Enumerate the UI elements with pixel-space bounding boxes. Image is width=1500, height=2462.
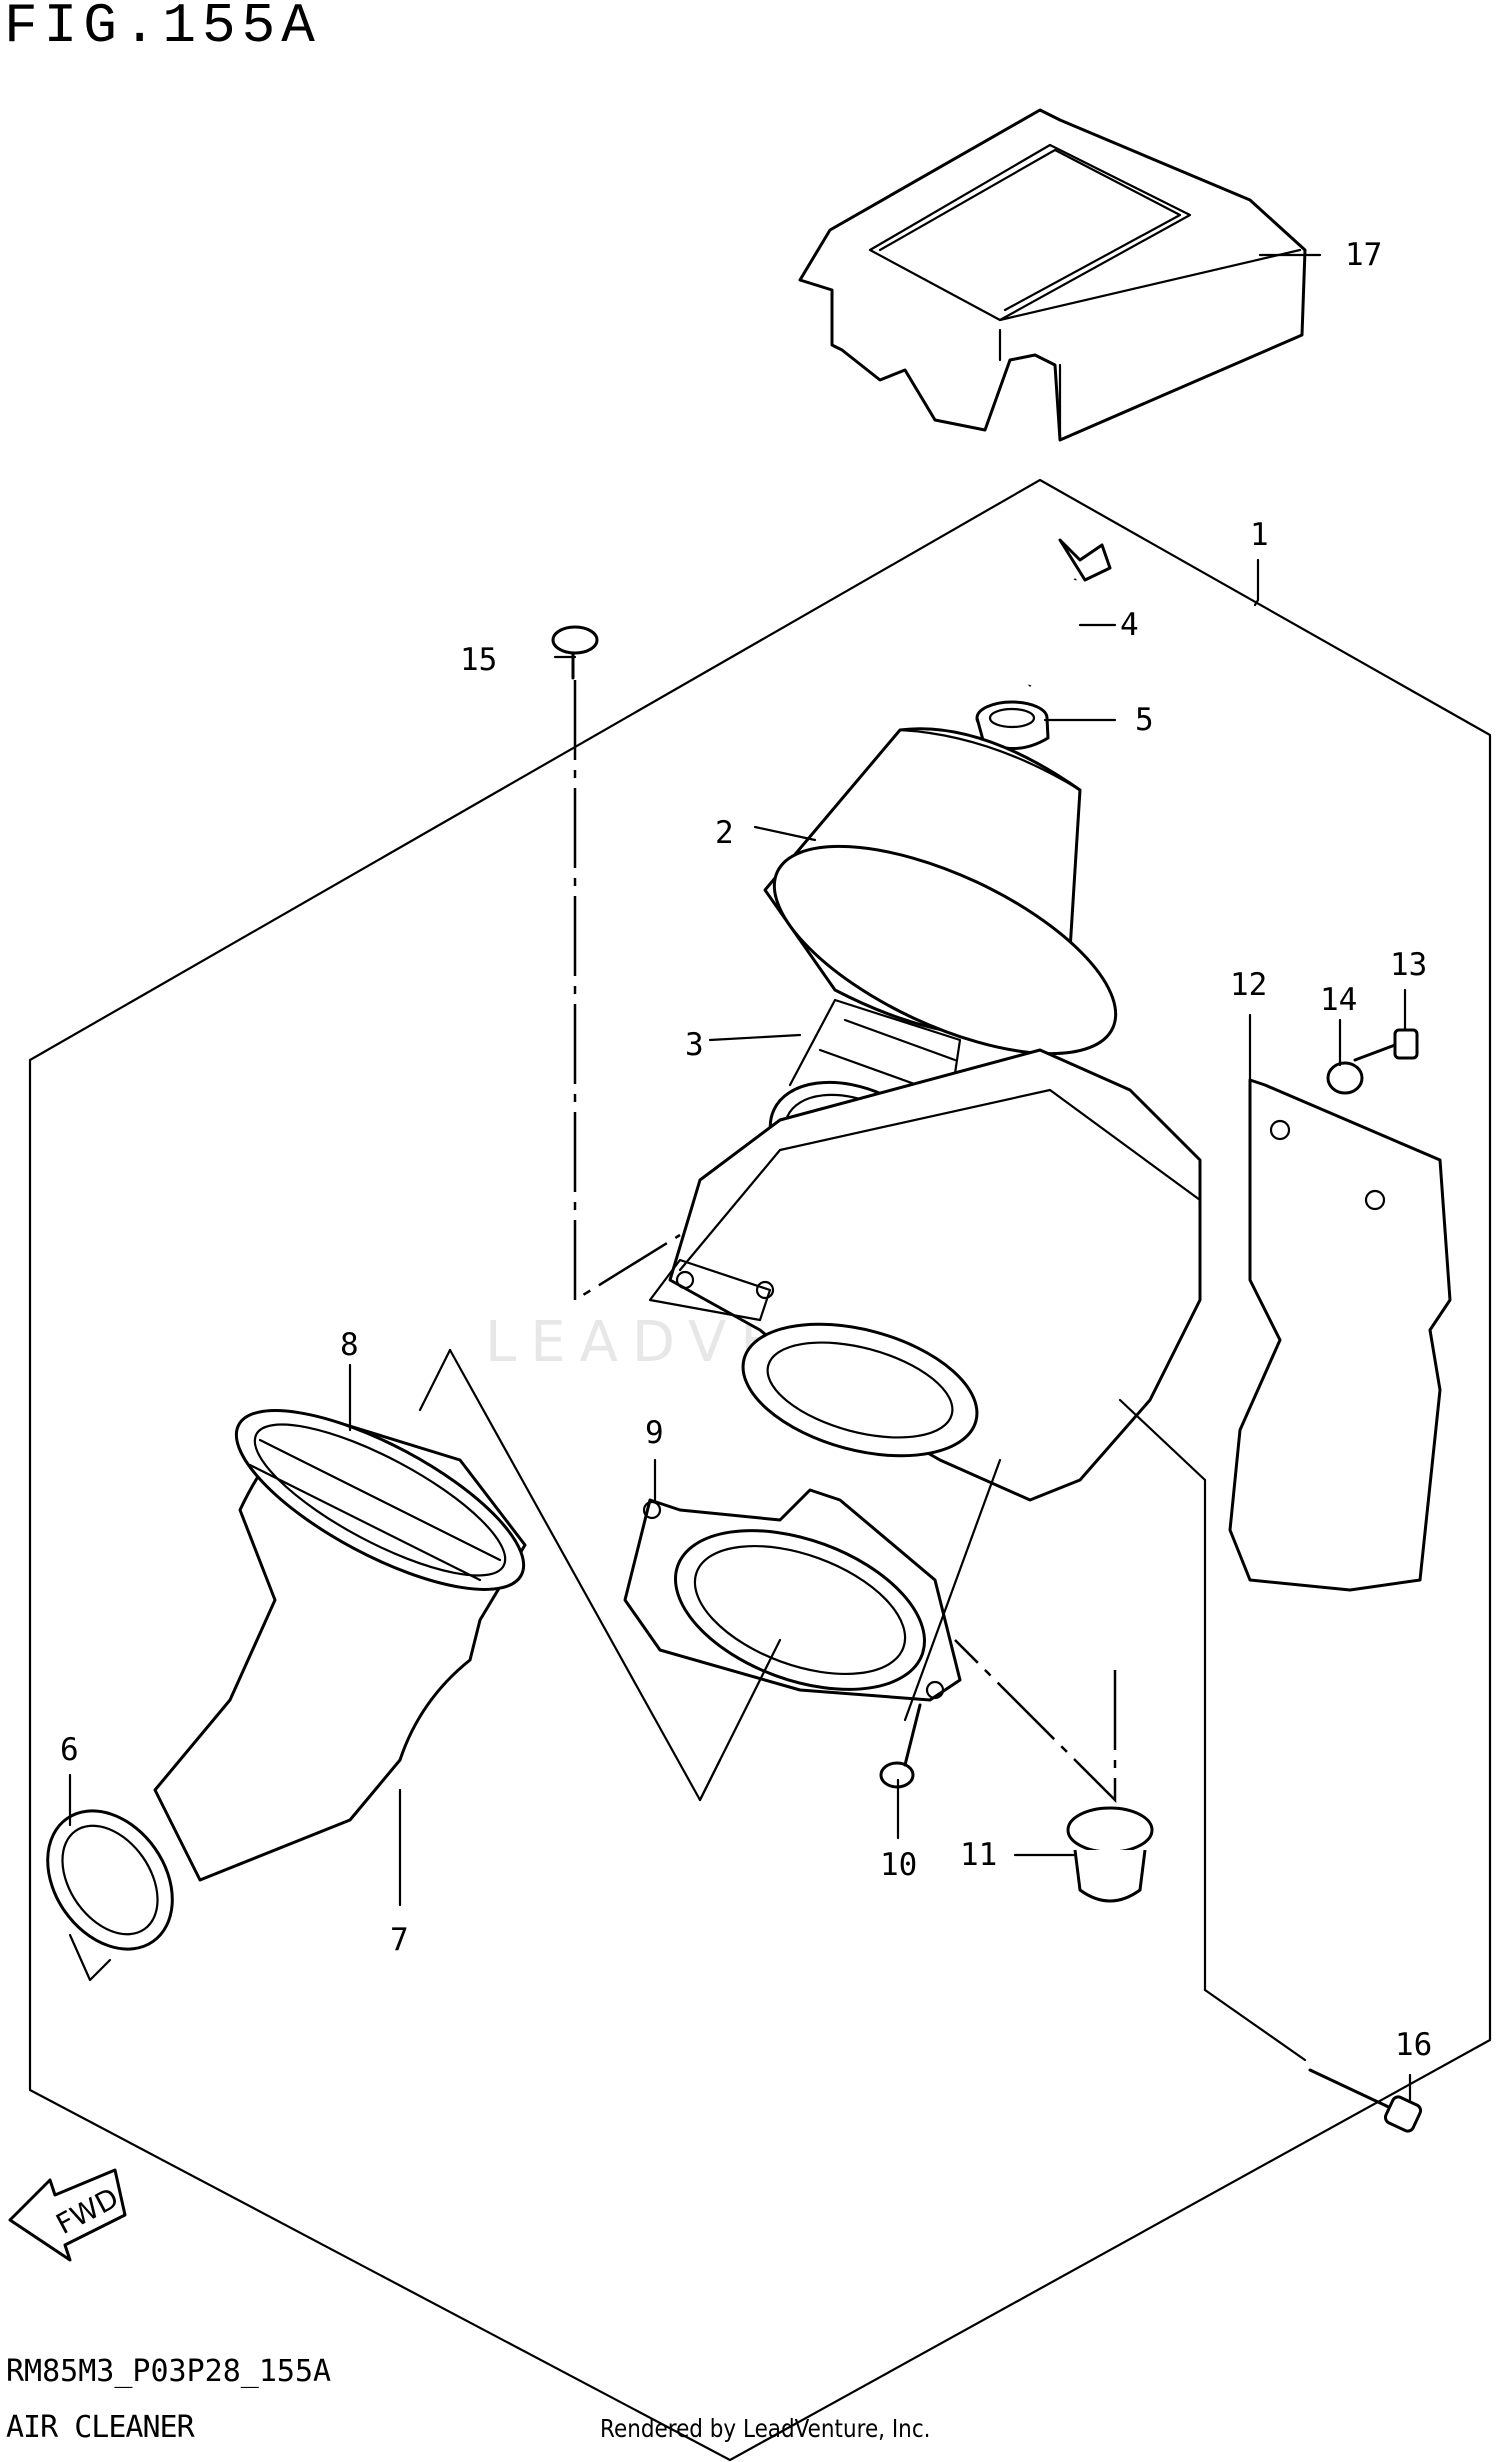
- credit-text: Rendered by LeadVenture, Inc.: [600, 2414, 931, 2443]
- part-1-air-cleaner-box: [648, 1048, 1202, 1502]
- callout-6: 6: [60, 1732, 79, 1768]
- part-2-filter-element: [763, 727, 1118, 1056]
- part-4-wing-bolt: [1028, 538, 1112, 687]
- part-8-boot: [153, 1409, 527, 1882]
- callout-12: 12: [1230, 967, 1268, 1003]
- callout-10: 10: [880, 1847, 918, 1883]
- callout-15: 15: [460, 642, 498, 678]
- part-10-screw: [879, 1703, 922, 1789]
- fwd-arrow: [8, 2168, 127, 2262]
- callout-13: 13: [1390, 947, 1428, 983]
- assembly-boundary: [28, 478, 1492, 2462]
- callout-8: 8: [340, 1327, 359, 1363]
- callout-5: 5: [1135, 702, 1154, 738]
- section-name: AIR CLEANER: [6, 2410, 195, 2445]
- part-11-plug: [1066, 1806, 1154, 1903]
- callout-11: 11: [960, 1837, 998, 1873]
- callout-4: 4: [1120, 607, 1139, 643]
- callout-1: 1: [1250, 517, 1269, 553]
- part-16-bolt: [1308, 2068, 1423, 2133]
- part-13-bolt: [1353, 1028, 1419, 1062]
- callout-14: 14: [1320, 982, 1358, 1018]
- callout-16: 16: [1395, 2027, 1433, 2063]
- callout-17: 17: [1345, 237, 1383, 273]
- diagram-code: RM85M3_P03P28_155A: [6, 2354, 332, 2389]
- part-6-clamp: [46, 1809, 174, 1982]
- part-9-intake-flange: [623, 1488, 962, 1702]
- part-12-side-plate: [1228, 1078, 1452, 1592]
- callout-9: 9: [645, 1415, 664, 1451]
- part-14-nut: [1326, 1061, 1364, 1095]
- center-lines: [573, 680, 1117, 1804]
- part-17-cover: [798, 108, 1307, 442]
- callout-3: 3: [685, 1027, 704, 1063]
- figure-title: FIG.155A: [4, 0, 321, 58]
- leader-lines: [68, 253, 1412, 2102]
- part-15-screw: [551, 625, 599, 680]
- callout-7: 7: [390, 1922, 409, 1958]
- callout-2: 2: [715, 815, 734, 851]
